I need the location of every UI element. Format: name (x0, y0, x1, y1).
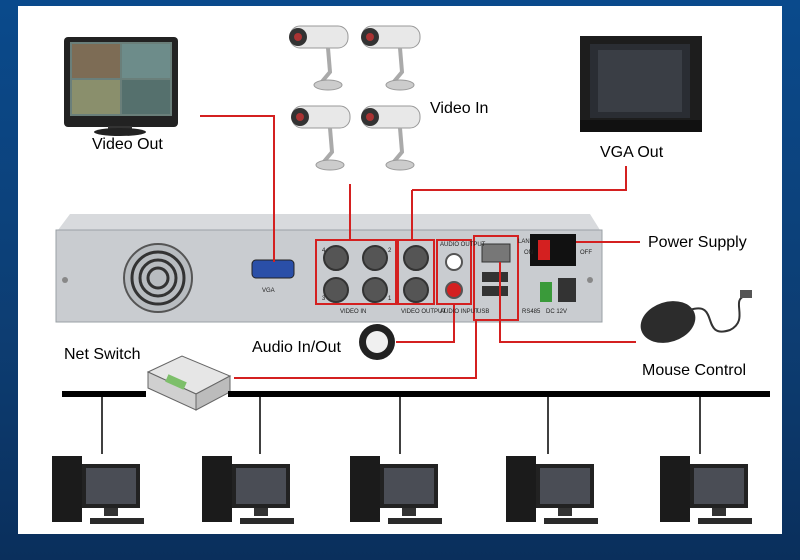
usb-port-label: USB (477, 309, 489, 315)
cctv-camera-icon (361, 105, 421, 171)
computer-icon (52, 456, 144, 524)
computer-group (52, 456, 752, 524)
net-switch-label: Net Switch (64, 346, 141, 363)
cctv-camera-icon (361, 25, 421, 91)
rs485-port-label: RS485 (522, 309, 541, 315)
mouse-icon (640, 290, 752, 343)
computer-icon (660, 456, 752, 524)
video-out-label: Video Out (92, 136, 163, 153)
video-out-monitor-icon (64, 37, 178, 136)
channel-2-label: 2 (388, 248, 392, 254)
network-switch-icon (146, 355, 232, 411)
camera-group (289, 25, 421, 171)
channel-1-label: 1 (388, 296, 392, 302)
microphone-icon (359, 324, 395, 360)
video-output-port-label: VIDEO OUTPUT (401, 309, 446, 315)
vga-out-label: VGA Out (600, 144, 664, 161)
lan-port-label: LAN (518, 239, 530, 245)
audio-in-out-label: Audio In/Out (252, 339, 341, 356)
computer-icon (202, 456, 294, 524)
cctv-camera-icon (291, 105, 351, 171)
audio-output-port-label: AUDIO OUTPUT (440, 242, 486, 248)
computer-icon (506, 456, 598, 524)
vga-monitor-icon (580, 36, 702, 132)
power-off-label: OFF (580, 250, 592, 256)
connector-lines (200, 115, 640, 379)
audio-input-port-label: AUDIO INPUT (440, 309, 479, 315)
mouse-control-label: Mouse Control (642, 362, 747, 379)
dvr-device-icon (55, 214, 603, 323)
computer-icon (350, 456, 442, 524)
channel-3-label: 3 (322, 296, 326, 302)
power-on-label: ON (524, 250, 533, 256)
dc-power-label: DC 12V (546, 309, 567, 315)
vga-port-label: VGA (262, 288, 275, 294)
video-in-label: Video In (430, 100, 489, 117)
cctv-camera-icon (289, 25, 349, 91)
power-supply-label: Power Supply (648, 234, 747, 251)
network-backbone (62, 391, 770, 454)
video-in-port-label: VIDEO IN (340, 309, 366, 315)
channel-4-label: 4 (322, 248, 326, 254)
